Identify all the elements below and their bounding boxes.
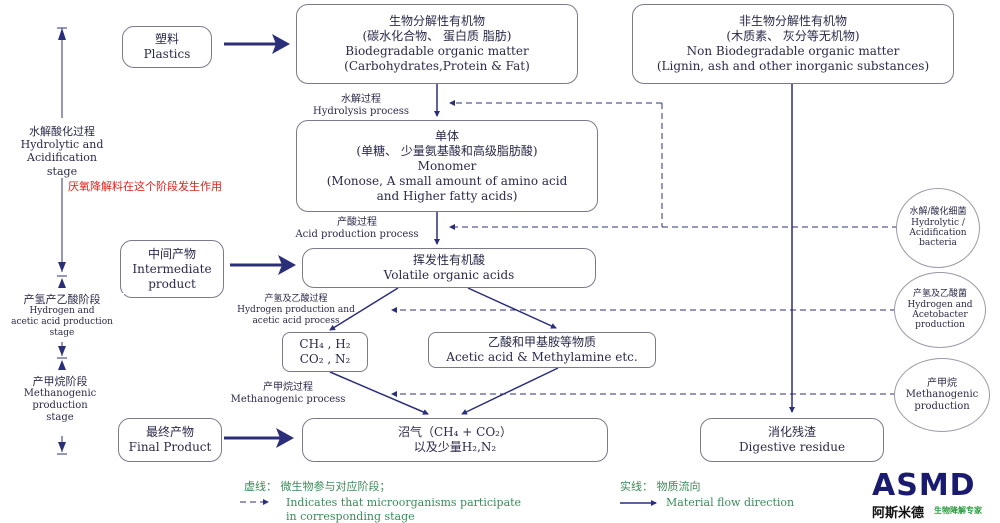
hydrogen-stage-label: 产氢产乙酸阶段 Hydrogen and acetic acid product… <box>0 293 124 339</box>
final-cn: 最终产物 <box>145 425 194 439</box>
biodegradable-en1: Biodegradable organic matter <box>345 44 529 58</box>
intermediate-en2: product <box>148 276 196 291</box>
hydrolysis-cn: 水解过程 <box>341 94 381 105</box>
methane-bacteria-cn: 产甲烷 <box>927 377 957 389</box>
methanogenic-process-label: 产甲烷过程 Methanogenic process <box>228 382 348 406</box>
logo-sub-tag: 生物降解专家 <box>934 506 982 515</box>
final-en: Final Product <box>128 440 212 454</box>
final-product-box: 最终产物 Final Product <box>118 418 222 462</box>
acetobacter-en1: Hydrogen and <box>907 299 973 310</box>
plastics-en: Plastics <box>143 47 191 61</box>
monomer-box: 单体 (单糖、 少量氨基酸和高级脂肪酸) Monomer (Monose, A … <box>296 120 598 212</box>
acetobacter-en3: production <box>915 320 965 331</box>
acid-production-cn: 产酸过程 <box>337 217 377 228</box>
methanogenic-process-en: Methanogenic process <box>230 394 346 405</box>
monomer-en3: and Higher fatty acids) <box>376 188 518 203</box>
hydrogen-process-en1: Hydrogen production and <box>237 304 355 315</box>
hydrogen-process-label: 产氢及乙酸过程 Hydrogen production and acetic a… <box>226 294 366 326</box>
asmd-logo: ASMD 阿斯米德 生物降解专家 <box>872 468 996 521</box>
legend-dashed-en2: in corresponding stage <box>286 510 415 523</box>
intermediate-box: 中间产物 Intermediate product <box>120 240 224 298</box>
acid-production-en: Acid production process <box>295 229 419 240</box>
gas-products-box: CH₄ , H₂ CO₂ , N₂ <box>282 332 368 372</box>
hydrogen-process-en2: acetic acid process <box>252 315 340 326</box>
acetic-en: Acetic acid & Methylamine etc. <box>446 350 638 364</box>
monomer-en2: (Monose, A small amount of amino acid <box>326 173 568 188</box>
biogas-box: 沼气（CH₄ + CO₂） 以及少量H₂,N₂ <box>302 418 608 462</box>
logo-main: ASMD <box>872 468 976 503</box>
hydrogen-process-cn: 产氢及乙酸过程 <box>264 294 328 304</box>
volatile-cn: 挥发性有机酸 <box>412 253 485 267</box>
legend-dashed-en1: Indicates that microorganisms participat… <box>286 496 522 509</box>
biodegradable-en2: (Carbohydrates,Protein & Fat) <box>344 59 530 73</box>
hydrolytic-bacteria-circle: 水解/酸化细菌 Hydrolytic / Acidification bacte… <box>896 188 980 268</box>
biogas-line2: 以及少量H₂,N₂ <box>413 440 497 454</box>
logo-main-text: ASMD <box>872 468 976 503</box>
acetobacter-cn: 产氢及乙酸菌 <box>912 289 967 300</box>
digestive-en: Digestive residue <box>738 440 846 454</box>
non-bio-cn2: (木质素、 灰分等无机物) <box>726 29 860 43</box>
hydrogen-stage-en3: stage <box>49 327 75 338</box>
biogas-line1: 沼气（CH₄ + CO₂） <box>398 425 512 439</box>
monomer-cn2: (单糖、 少量氨基酸和高级脂肪酸) <box>356 143 538 158</box>
acetobacter-circle: 产氢及乙酸菌 Hydrogen and Acetobacter producti… <box>894 272 986 348</box>
methanogenic-stage-en1: Methanogenic <box>23 388 97 400</box>
methanogenic-stage-en2: production <box>32 400 88 412</box>
gas-line1: CH₄ , H₂ <box>299 337 351 351</box>
hydrolysis-en: Hydrolysis process <box>312 106 410 117</box>
volatile-acids-box: 挥发性有机酸 Volatile organic acids <box>302 248 596 288</box>
hydrolytic-stage-en2: stage <box>46 164 78 178</box>
hydrogen-stage-cn: 产氢产乙酸阶段 <box>23 293 101 306</box>
acetic-acid-box: 乙酸和甲基胺等物质 Acetic acid & Methylamine etc. <box>428 332 656 368</box>
hydrolytic-stage-cn: 水解酸化过程 <box>29 125 95 138</box>
hydrolytic-bacteria-cn: 水解/酸化细菌 <box>909 207 967 218</box>
acetic-cn: 乙酸和甲基胺等物质 <box>487 335 596 349</box>
hydrolytic-stage-en1: Hydrolytic and Acidification <box>20 138 104 165</box>
hydrolysis-label: 水解过程 Hydrolysis process <box>306 94 416 118</box>
biodegradable-cn2: (碳水化合物、 蛋白质 脂肪) <box>362 29 512 43</box>
acetobacter-en2: Acetobacter <box>912 310 968 320</box>
biodegradable-cn1: 生物分解性有机物 <box>388 14 485 28</box>
methane-bacteria-en1: Methanogenic <box>905 389 979 401</box>
monomer-en1: Monomer <box>417 158 477 173</box>
digestive-residue-box: 消化残渣 Digestive residue <box>700 418 884 462</box>
methane-bacteria-en2: production <box>914 400 970 412</box>
monomer-cn1: 单体 <box>434 128 459 143</box>
biodegradable-box: 生物分解性有机物 (碳水化合物、 蛋白质 脂肪) Biodegradable o… <box>296 4 578 84</box>
methane-bacteria-circle: 产甲烷 Methanogenic production <box>894 358 990 432</box>
non-bio-cn1: 非生物分解性有机物 <box>738 14 847 28</box>
digestive-cn: 消化残渣 <box>767 425 816 439</box>
acid-production-label: 产酸过程 Acid production process <box>282 217 432 241</box>
plastics-box: 塑料 Plastics <box>122 26 212 68</box>
methanogenic-stage-en3: stage <box>46 412 74 424</box>
legend-dashed-cn: 虚线： 微生物参与对应阶段； <box>244 480 391 493</box>
hydrogen-stage-en2: acetic acid production <box>11 316 113 327</box>
plastics-cn: 塑料 <box>154 32 179 46</box>
hydrolytic-bacteria-en3: bacteria <box>919 238 957 249</box>
methanogenic-stage-cn: 产甲烷阶段 <box>32 375 88 388</box>
hydrolytic-bacteria-en2: Acidification <box>909 228 967 238</box>
stage-note: 厌氧降解料在这个阶段发生作用 <box>68 180 222 193</box>
hydrogen-stage-en1: Hydrogen and <box>29 306 95 317</box>
intermediate-en1: Intermediate <box>132 261 212 276</box>
legend-solid-cn: 实线： 物质流向 <box>620 480 701 493</box>
methanogenic-process-cn: 产甲烷过程 <box>263 382 313 393</box>
logo-sub-cn: 阿斯米德 <box>872 506 925 521</box>
intermediate-cn: 中间产物 <box>147 246 196 261</box>
non-bio-en2: (Lignin, ash and other inorganic substan… <box>656 59 930 73</box>
non-bio-en1: Non Biodegradable organic matter <box>686 44 900 58</box>
hydrolytic-stage-label: 水解酸化过程 Hydrolytic and Acidification stag… <box>0 125 124 178</box>
legend-solid-en: Material flow direction <box>666 496 795 509</box>
hydrolytic-bacteria-en1: Hydrolytic / <box>911 217 965 228</box>
methanogenic-stage-label: 产甲烷阶段 Methanogenic production stage <box>0 375 120 425</box>
volatile-en: Volatile organic acids <box>383 268 515 282</box>
non-biodegradable-box: 非生物分解性有机物 (木质素、 灰分等无机物) Non Biodegradabl… <box>632 4 954 84</box>
gas-line2: CO₂ , N₂ <box>299 352 351 366</box>
